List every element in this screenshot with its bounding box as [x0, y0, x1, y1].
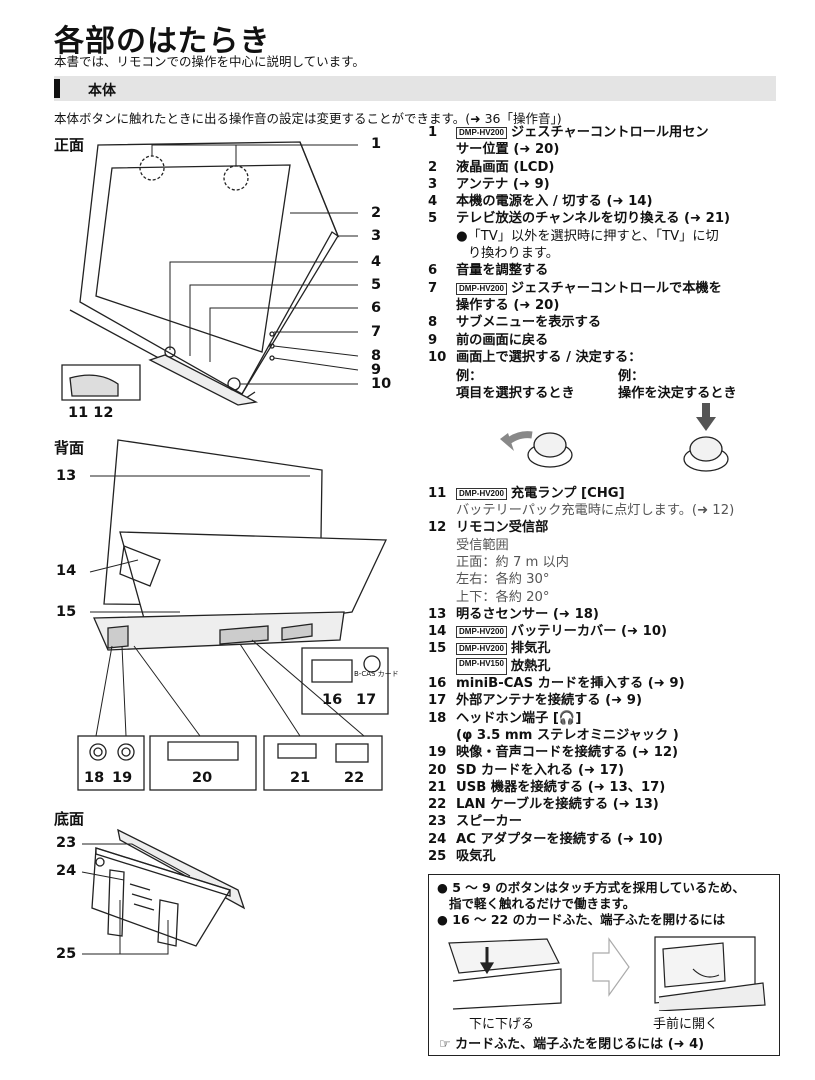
list-note: 受信範囲	[456, 537, 509, 553]
callout-13: 13	[56, 468, 77, 484]
close-cover-note: ☞ カードふた、端子ふたを閉じるには (➜ 4)	[439, 1037, 705, 1052]
callout-19: 19	[112, 770, 133, 786]
caption-lower: 下に下げる	[469, 1017, 535, 1032]
callout-14: 14	[56, 563, 77, 579]
cover-illustration	[448, 936, 766, 1011]
callout-4: 4	[371, 254, 382, 270]
list-note: 上下：各約 20°	[456, 589, 550, 605]
list-item-cont: サー位置 (➜ 20)	[456, 142, 560, 158]
example-desc-row: 項目を選択するとき操作を決定するとき	[456, 386, 737, 402]
box-line: ● 16 ～ 22 のカードふた、端子ふたを開けるには	[437, 912, 726, 927]
detail-boxes	[77, 735, 383, 791]
callout-5: 5	[371, 277, 382, 293]
box-line: 指で軽く触れるだけで働きます。	[449, 896, 636, 911]
callout-1: 1	[371, 136, 382, 152]
caption-open: 手前に開く	[653, 1017, 719, 1032]
label-bottom: 底面	[54, 810, 85, 828]
callout-7: 7	[371, 324, 382, 340]
callout-10: 10	[371, 376, 392, 392]
front-view	[61, 141, 340, 406]
badge-hv200: DMP-HV200	[456, 626, 507, 639]
arrow-right-icon	[592, 937, 630, 997]
callout-17: 17	[356, 692, 377, 708]
callout-16: 16	[322, 692, 343, 708]
badge-hv200: DMP-HV200	[456, 282, 507, 295]
callout-22: 22	[344, 770, 365, 786]
back-leader-lines	[89, 475, 365, 737]
list-item-cont: 操作する (➜ 20)	[456, 297, 560, 313]
callout-21: 21	[290, 770, 311, 786]
list-note: り換わります。	[468, 246, 559, 262]
example-row: 例：例：	[456, 369, 645, 385]
callout-6: 6	[371, 300, 382, 316]
callout-2: 2	[371, 205, 382, 221]
badge-hv150: DMP-HV150	[456, 657, 507, 676]
bottom-leader-lines	[81, 843, 191, 955]
box-line: ● 5 ～ 9 のボタンはタッチ方式を採用しているため、	[437, 880, 745, 895]
label-back: 背面	[54, 439, 85, 457]
badge-hv200: DMP-HV200	[456, 643, 507, 656]
list-note: ●「TV」以外を選択時に押すと、「TV」に切	[456, 228, 719, 244]
front-leader-lines	[151, 144, 359, 385]
callout-24: 24	[56, 863, 77, 879]
section-bar	[54, 79, 60, 98]
bcas-label: B-CAS カード	[354, 670, 399, 678]
callout-9: 9	[371, 362, 382, 378]
section-title: 本体	[88, 83, 116, 99]
badge-hv200: DMP-HV200	[456, 487, 507, 500]
page-title: 各部のはたらき	[54, 24, 271, 59]
cover-info-box: ● 5 ～ 9 のボタンはタッチ方式を採用しているため、 指で軽く触れるだけで働…	[428, 874, 780, 1056]
callout-25: 25	[56, 946, 77, 962]
list-note: 正面：約 7 m 以内	[456, 554, 569, 570]
back-view	[93, 439, 389, 715]
button-illustrations	[428, 402, 788, 485]
callout-20: 20	[192, 770, 213, 786]
callout-23: 23	[56, 835, 77, 851]
bottom-view	[91, 828, 246, 947]
page-subtitle: 本書では、リモコンでの操作を中心に説明しています。	[54, 54, 365, 69]
list-note: バッテリーパック充電時に点灯します。(➜ 12)	[456, 503, 735, 519]
sound-note: 本体ボタンに触れたときに出る操作音の設定は変更することができます。(➜ 36「操…	[54, 111, 562, 126]
section-header: 本体	[54, 76, 776, 101]
device-illustration	[61, 141, 389, 955]
callout-11-12: 11 12	[68, 405, 114, 421]
label-front: 正面	[54, 136, 85, 154]
list-item-cont: (φ 3.5 mm ステレオミニジャック )	[456, 727, 679, 743]
callout-18: 18	[84, 770, 105, 786]
callout-3: 3	[371, 228, 382, 244]
list-note: 左右：各約 30°	[456, 572, 550, 588]
callout-8: 8	[371, 348, 382, 364]
callout-15: 15	[56, 604, 77, 620]
badge-hv200: DMP-HV200	[456, 127, 507, 139]
